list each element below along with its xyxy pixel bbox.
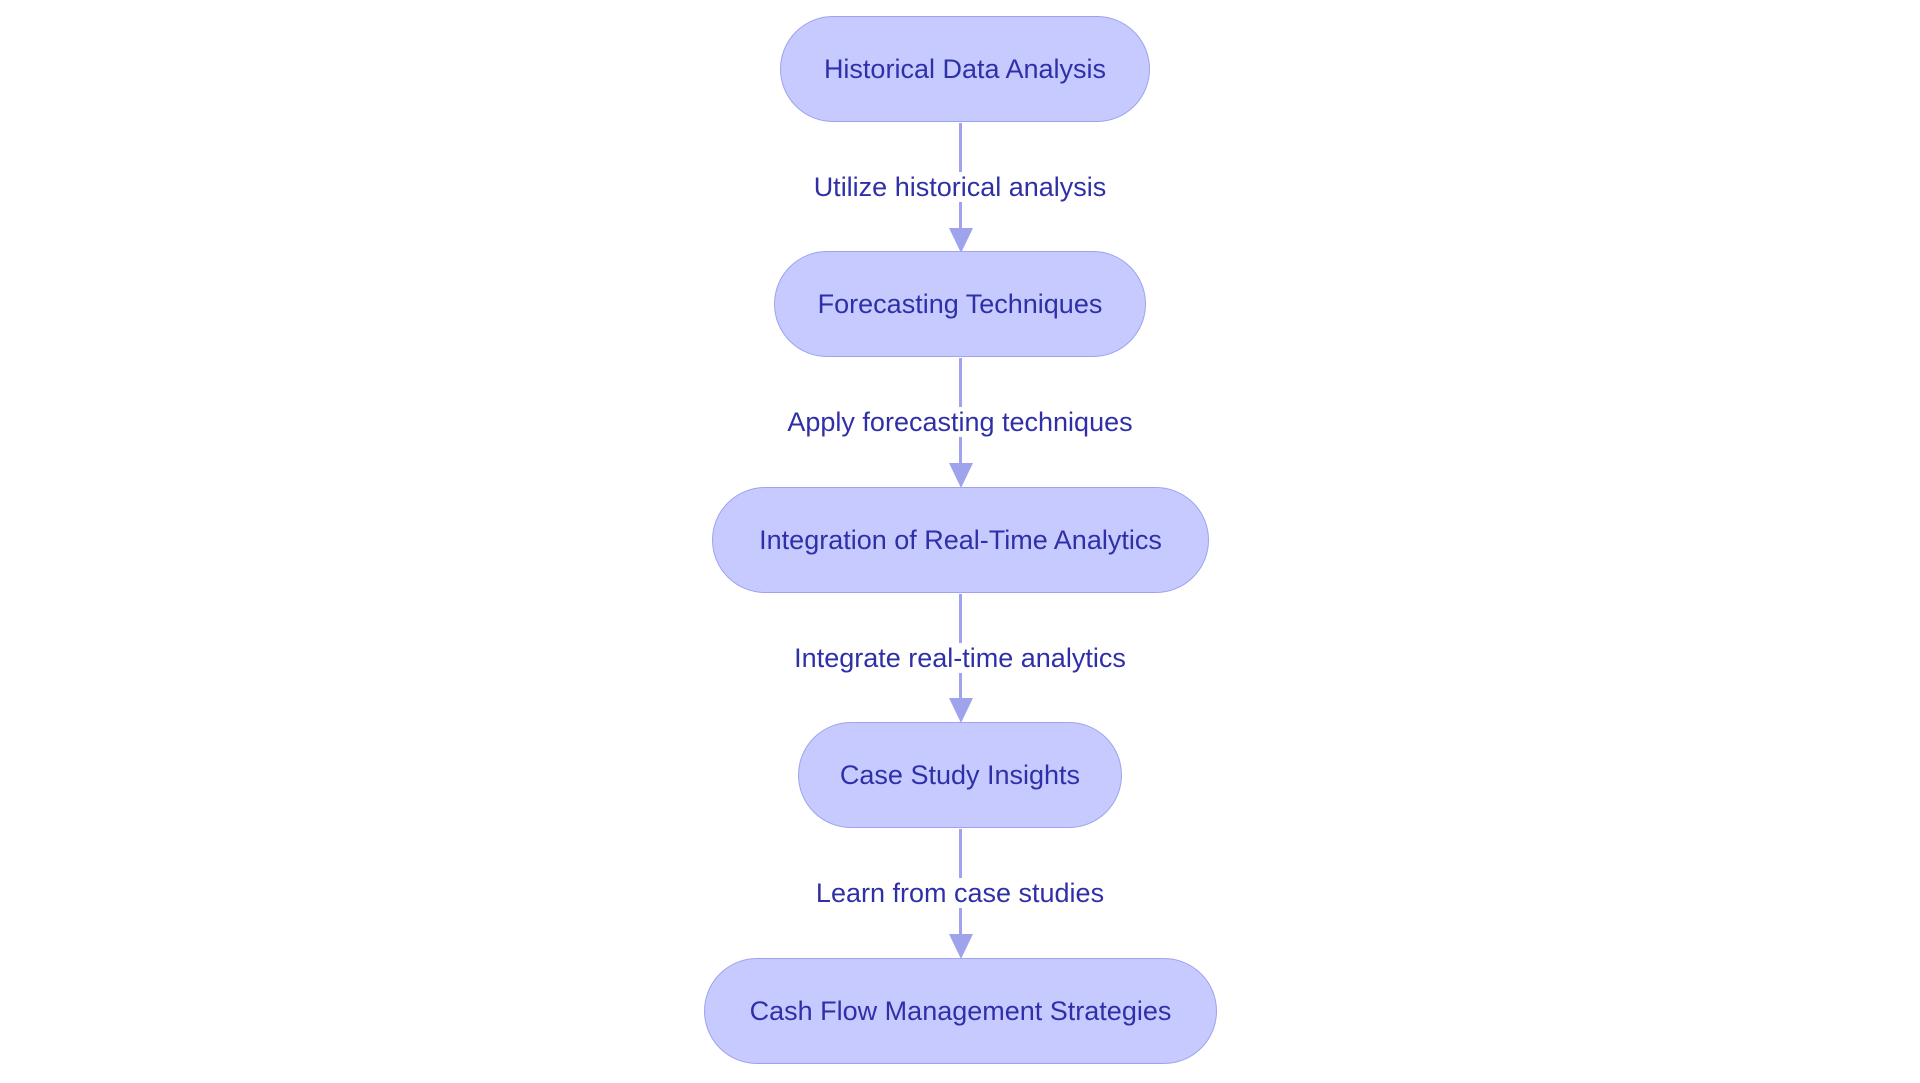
arrow-head-icon	[949, 698, 973, 723]
edge-label-4: Learn from case studies	[813, 878, 1107, 908]
edge-label-1: Utilize historical analysis	[811, 172, 1109, 202]
node-forecasting-techniques: Forecasting Techniques	[774, 251, 1146, 357]
node-case-study-insights: Case Study Insights	[798, 722, 1122, 828]
arrow-head-icon	[949, 934, 973, 959]
node-historical-data-analysis: Historical Data Analysis	[780, 16, 1150, 122]
arrow-head-icon	[949, 228, 973, 253]
edge-label-3: Integrate real-time analytics	[792, 643, 1128, 673]
node-integration-real-time-analytics: Integration of Real-Time Analytics	[712, 487, 1209, 593]
edge-label-2: Apply forecasting techniques	[785, 407, 1135, 437]
arrow-head-icon	[949, 463, 973, 488]
node-cash-flow-management-strategies: Cash Flow Management Strategies	[704, 958, 1217, 1064]
